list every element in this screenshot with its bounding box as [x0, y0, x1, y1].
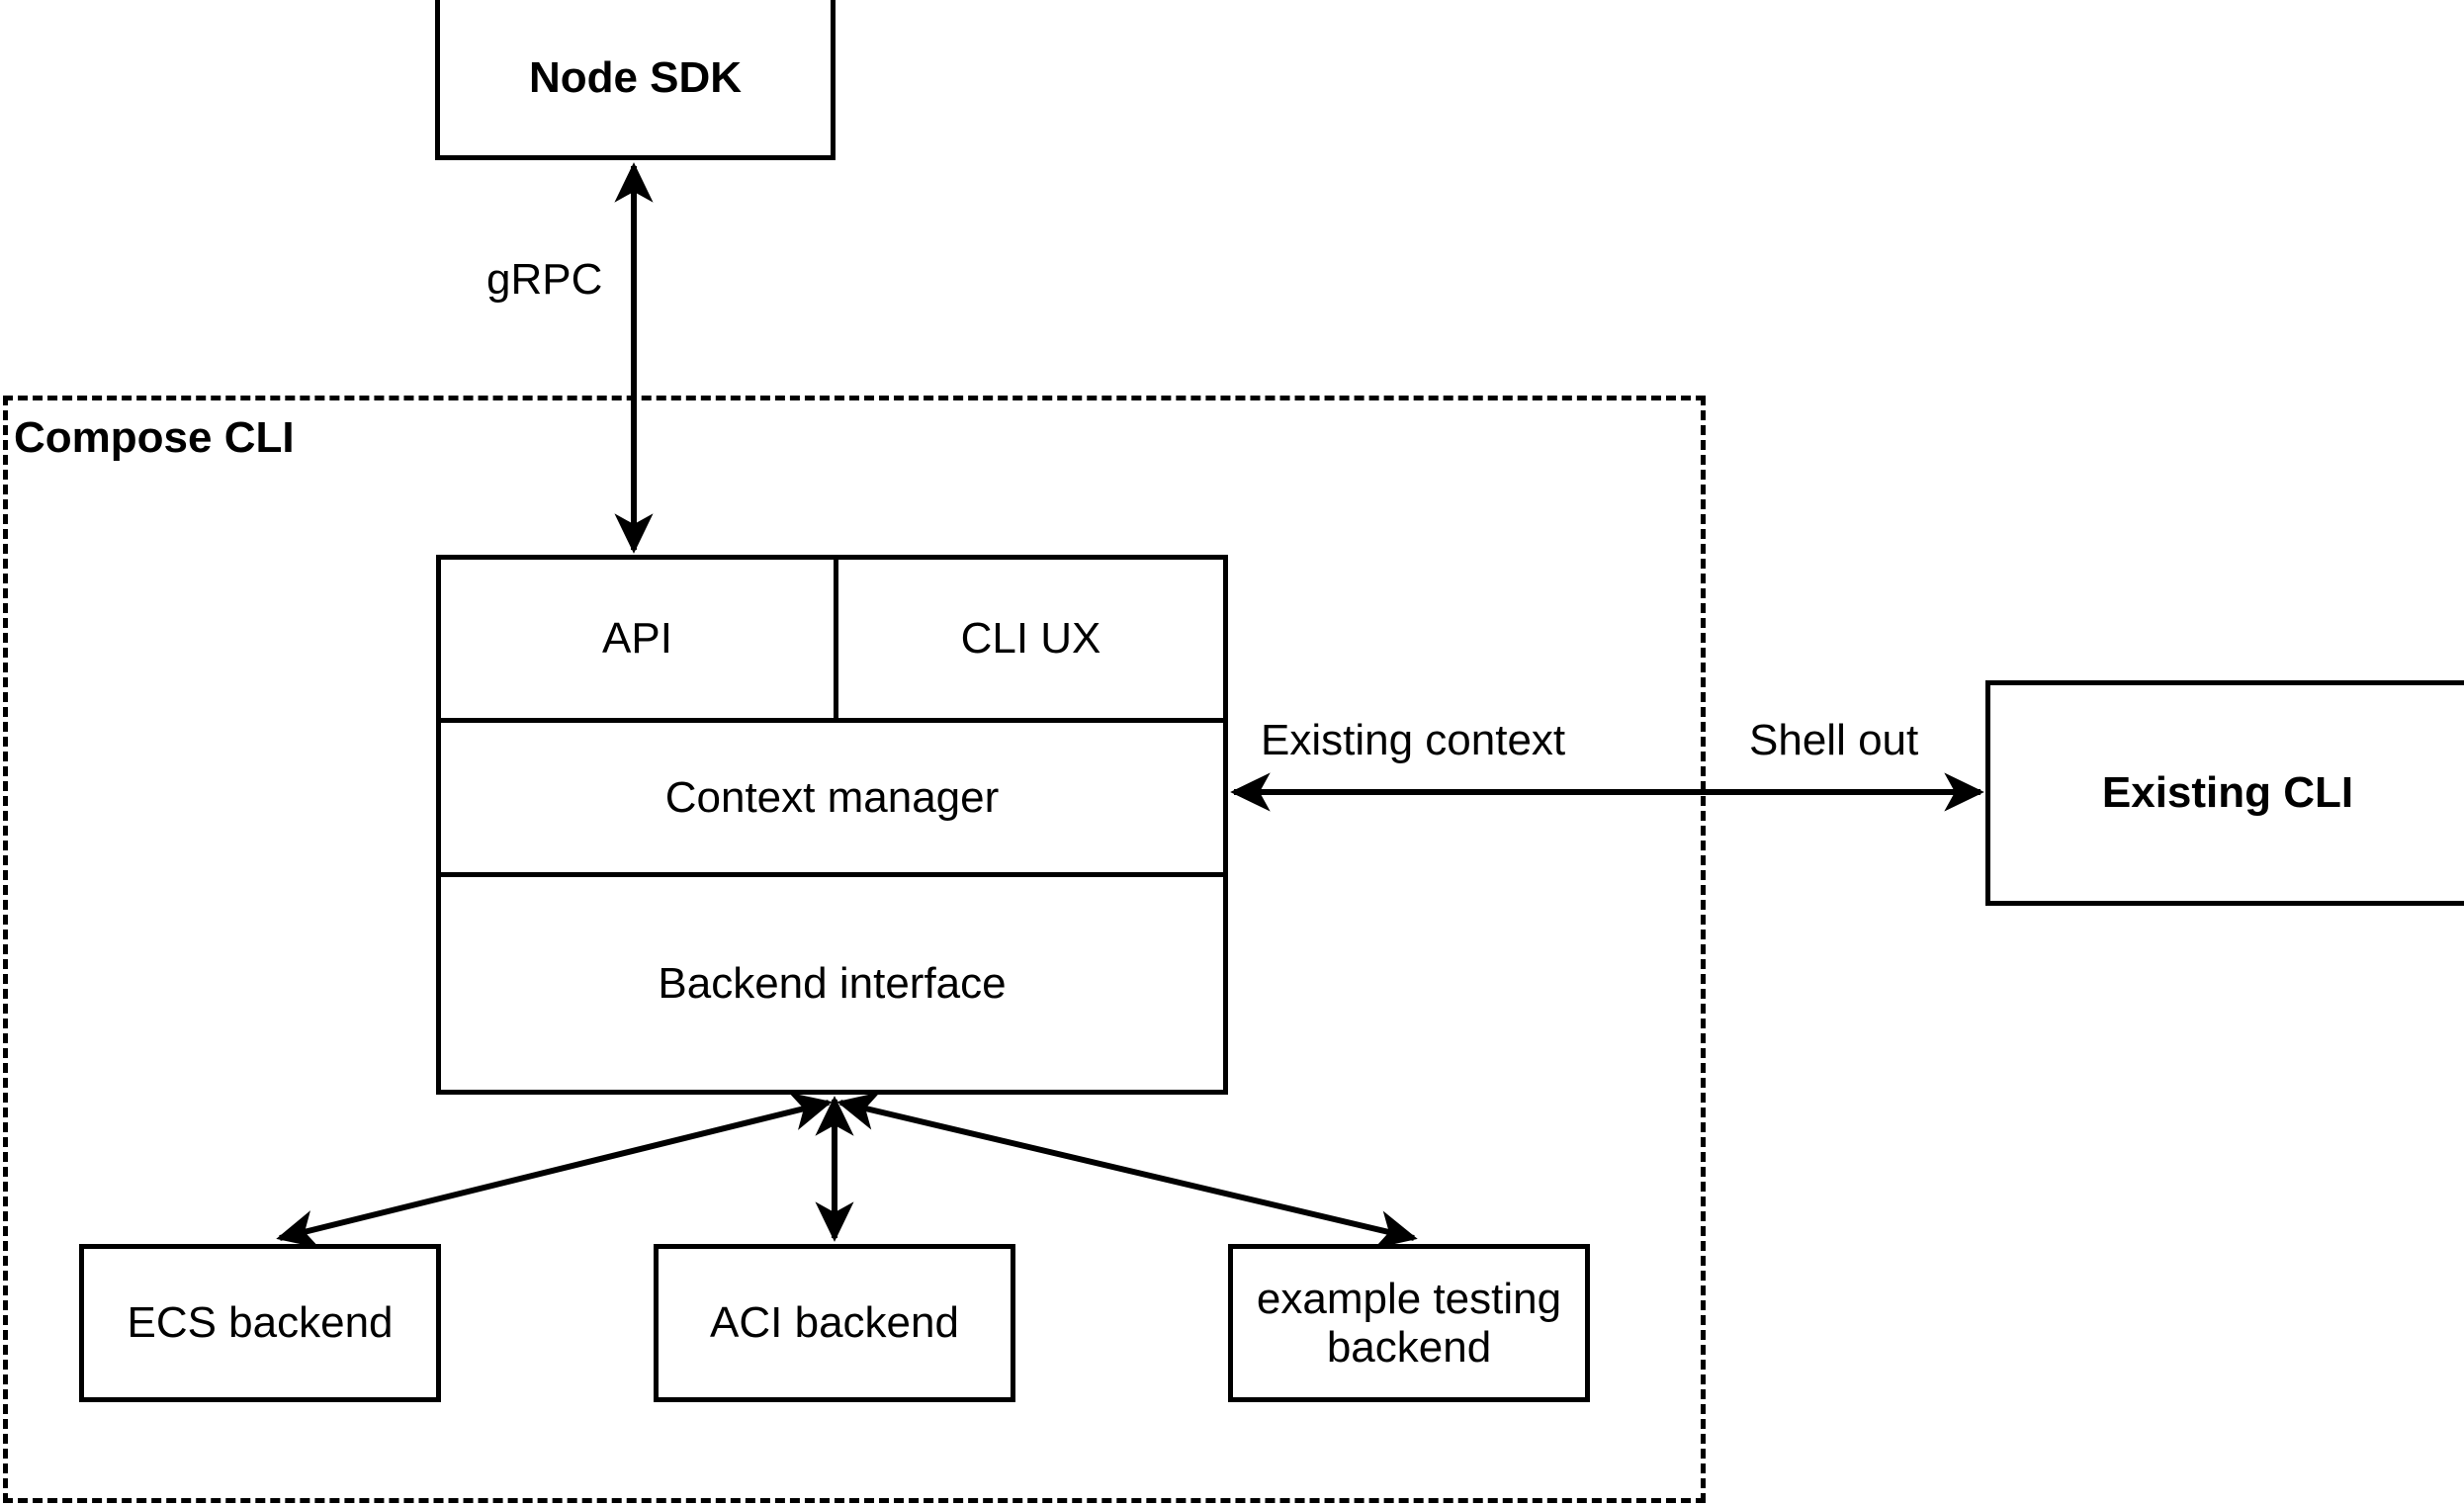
compose-cli-group	[3, 396, 1706, 1503]
api-label: API	[602, 614, 672, 664]
stack-cell-backend-interface[interactable]: Backend interface	[441, 877, 1223, 1090]
node-sdk-label: Node SDK	[528, 52, 743, 102]
example-testing-backend-box[interactable]: example testing backend	[1228, 1244, 1590, 1402]
compose-cli-stack: API CLI UX Context manager Backend inter…	[436, 555, 1228, 1095]
backend-interface-label: Backend interface	[658, 958, 1007, 1008]
stack-row-backend-interface: Backend interface	[441, 872, 1223, 1090]
existing-cli-box[interactable]: Existing CLI	[1985, 680, 2464, 906]
cli-ux-label: CLI UX	[960, 614, 1101, 664]
aci-backend-box[interactable]: ACI backend	[654, 1244, 1015, 1402]
shell-out-edge-label: Shell out	[1749, 716, 1919, 764]
grpc-edge-label: gRPC	[486, 255, 603, 304]
existing-cli-label: Existing CLI	[2101, 768, 2354, 818]
stack-cell-context-manager[interactable]: Context manager	[441, 723, 1223, 872]
ecs-backend-box[interactable]: ECS backend	[79, 1244, 441, 1402]
backend-to-ecs-connector[interactable]	[276, 1092, 833, 1249]
stack-row-context-manager: Context manager	[441, 718, 1223, 872]
ecs-backend-label: ECS backend	[127, 1298, 394, 1348]
example-testing-backend-label: example testing backend	[1256, 1274, 1562, 1372]
stack-cell-api[interactable]: API	[441, 560, 834, 718]
existing-context-edge-label: Existing context	[1261, 716, 1566, 764]
backend-to-example-connector[interactable]	[836, 1092, 1418, 1249]
compose-cli-group-label: Compose CLI	[14, 413, 295, 462]
stack-row-api-cliux: API CLI UX	[441, 560, 1223, 718]
context-manager-label: Context manager	[664, 772, 1000, 822]
stack-cell-cli-ux[interactable]: CLI UX	[834, 560, 1223, 718]
aci-backend-label: ACI backend	[710, 1298, 959, 1348]
node-sdk-box[interactable]: Node SDK	[435, 0, 836, 160]
